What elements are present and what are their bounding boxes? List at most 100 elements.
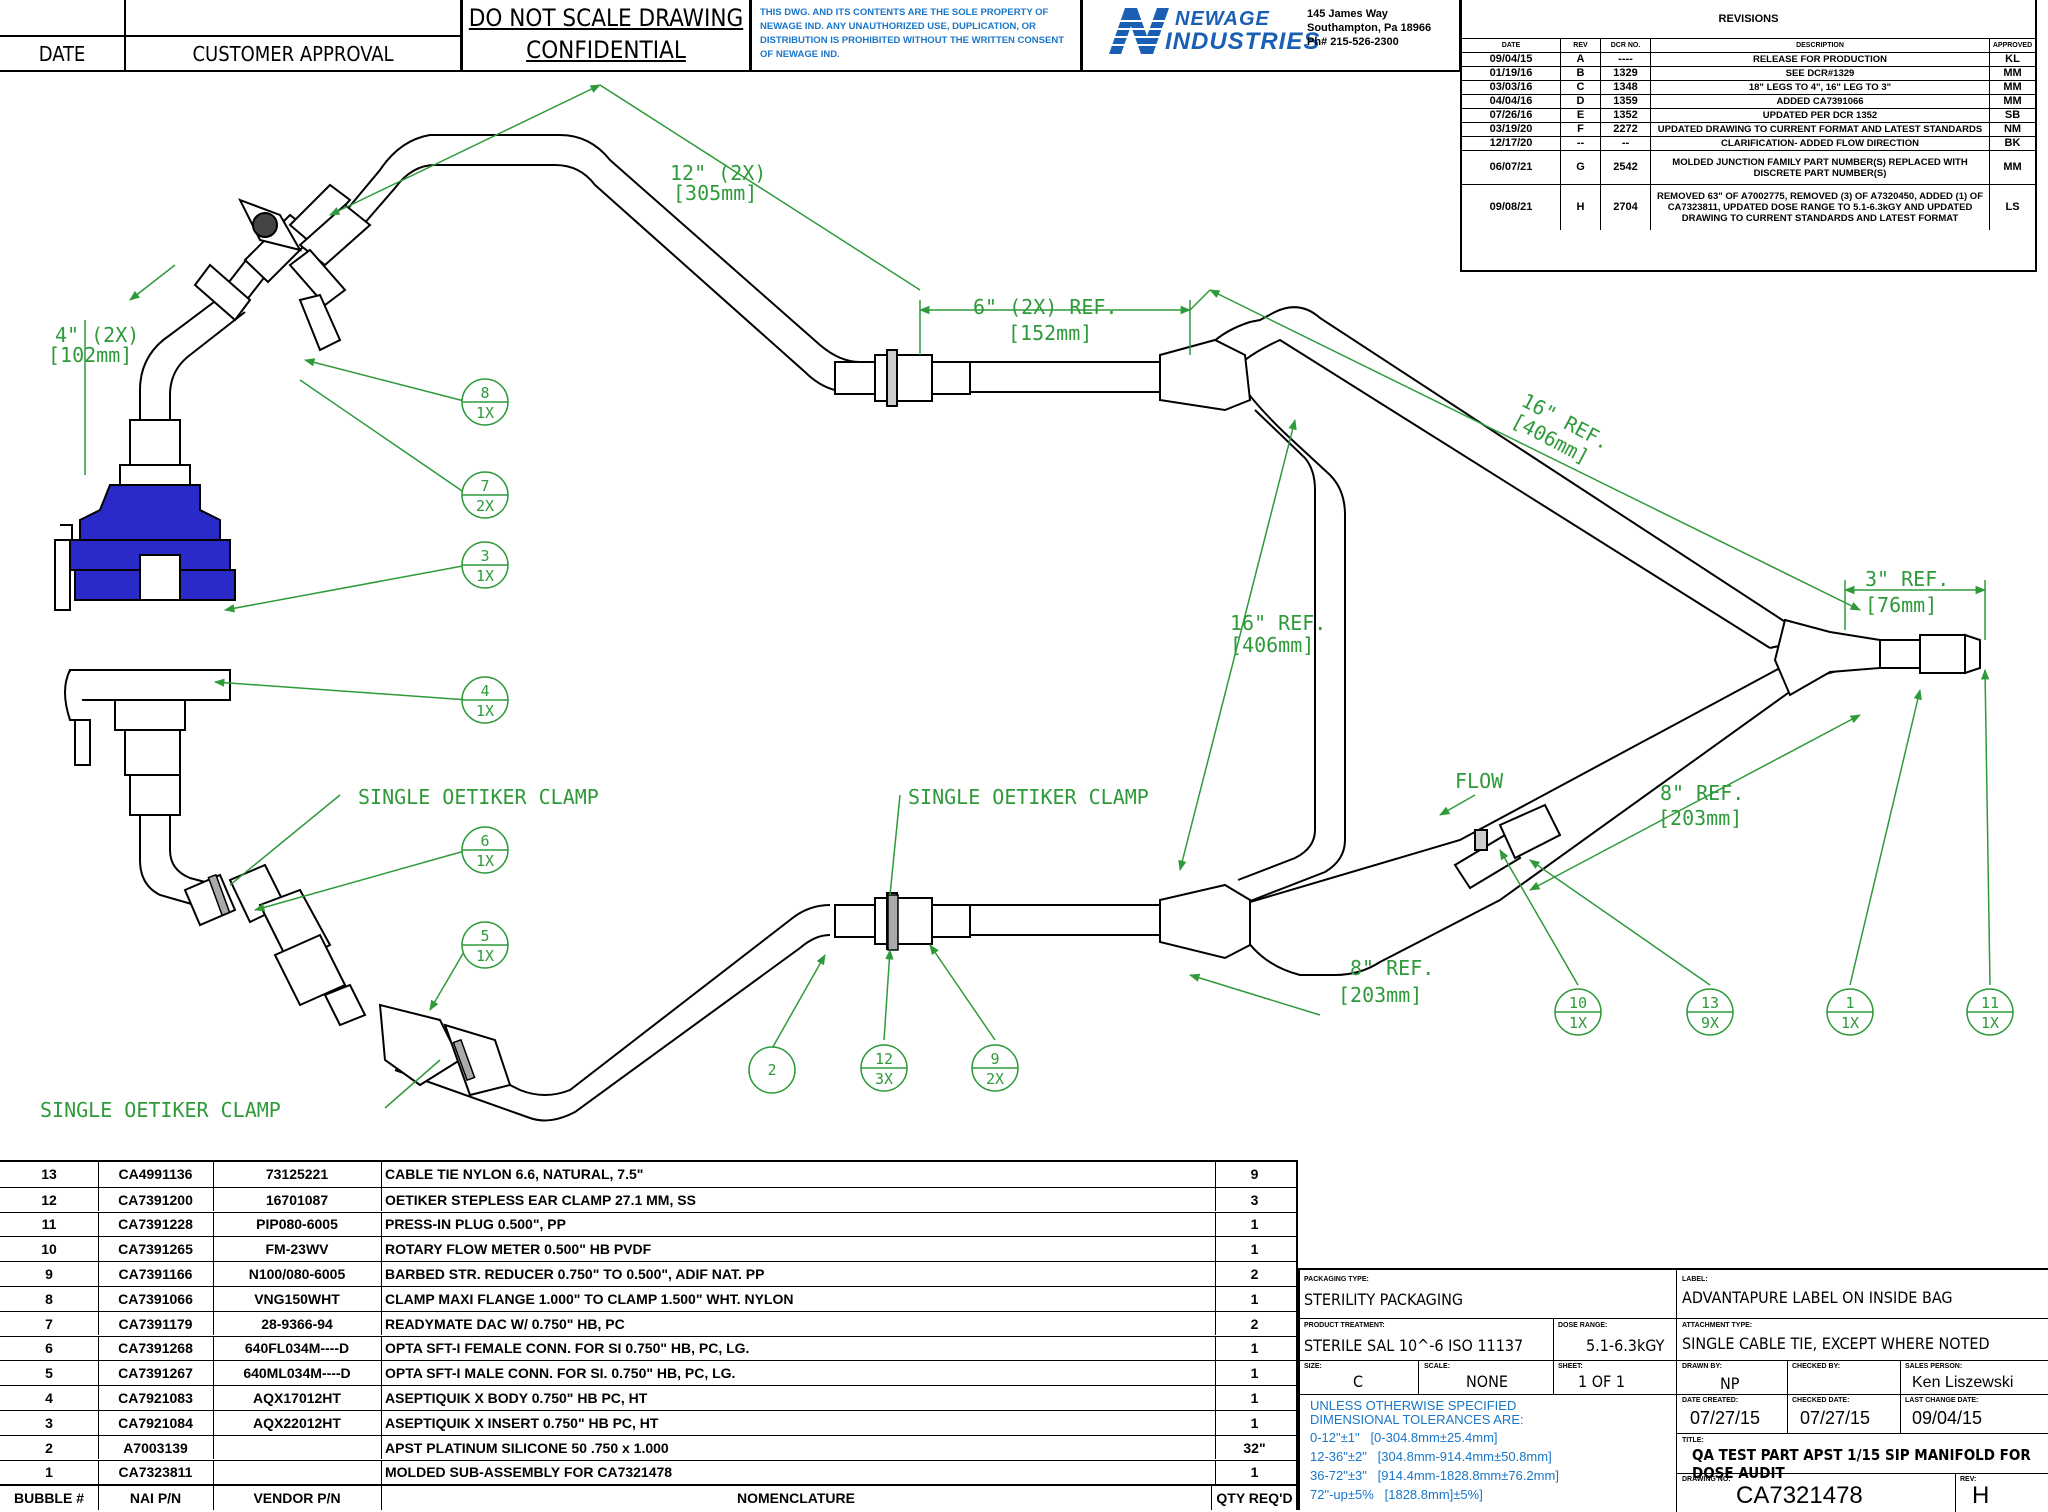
bom-qty: 1: [1250, 1464, 1259, 1481]
packaging-type: STERILITY PACKAGING: [1304, 1290, 1463, 1309]
clamp-note-2: SINGLE OETIKER CLAMP: [908, 785, 1149, 809]
rev-approved: MM: [2003, 67, 2022, 79]
title-label: TITLE:: [1682, 1437, 1704, 1444]
rev-letter: F: [1561, 123, 1601, 136]
logo-line-2: INDUSTRIES: [1165, 28, 1321, 55]
bubble-1: 1X1: [1826, 988, 1874, 1036]
rev-col-date: DATE: [1462, 39, 1561, 52]
bom-bubble: 12: [0, 1187, 99, 1212]
dim-12mm: [305mm]: [673, 181, 757, 205]
bom-col-bubble: BUBBLE #: [0, 1486, 99, 1510]
bom-bubble: 4: [0, 1386, 99, 1410]
bubble-qty: 1X: [476, 404, 494, 422]
date-created: 07/27/15: [1690, 1408, 1761, 1428]
bubble-number: 9: [990, 1050, 999, 1068]
rev-col-approved: APPROVED: [1992, 42, 2033, 49]
label-label: LABEL:: [1682, 1276, 1708, 1283]
bom-vendor-pn: PIP080-6005: [213, 1212, 382, 1237]
bubble-number: 10: [1569, 994, 1587, 1012]
rev-letter: B: [1561, 67, 1601, 80]
tolerance-line-3: 36-72"±3" [914.4mm-1828.8mm±76.2mm]: [1310, 1468, 1559, 1483]
logo-line-1: NEWAGE: [1175, 8, 1270, 30]
tolerance-line-1: 0-12"±1" [0-304.8mm±25.4mm]: [1310, 1430, 1498, 1445]
bubble-qty: 1X: [476, 852, 494, 870]
date-label: DATE: [38, 41, 86, 66]
bom-nai-pn: CA7921083: [98, 1386, 214, 1410]
rev-dcr: 2704: [1601, 185, 1651, 230]
bom-vendor-pn: 73125221: [213, 1162, 382, 1187]
scale-value: NONE: [1466, 1372, 1508, 1391]
rev-approved: BK: [2004, 137, 2021, 149]
bom-qty: 1: [1250, 1340, 1259, 1357]
bom-col-vendor: VENDOR P/N: [213, 1486, 382, 1510]
bom-nomenclature: OPTA SFT-I MALE CONN. FOR SI. 0.750" HB,…: [381, 1361, 1216, 1385]
bom-qty: 1: [1250, 1365, 1259, 1382]
bom-bubble: 7: [0, 1311, 99, 1336]
drawing-number: CA7321478: [1736, 1482, 1863, 1509]
bom-bubble: 3: [0, 1411, 99, 1435]
rev-label: REV:: [1960, 1476, 1977, 1483]
rev-date: 12/17/20: [1462, 137, 1561, 150]
rev-dcr: --: [1601, 137, 1651, 150]
dim-8b: 8" REF.: [1350, 956, 1434, 980]
size-value: C: [1353, 1372, 1364, 1391]
product-treatment: STERILE SAL 10^-6 ISO 11137: [1304, 1336, 1524, 1355]
bom-nai-pn: CA4991136: [98, 1162, 214, 1187]
sales-person-label: SALES PERSON:: [1905, 1363, 1963, 1370]
product-treatment-label: PRODUCT TREATMENT:: [1304, 1322, 1385, 1329]
bom-bubble: 6: [0, 1336, 99, 1361]
rev-dcr: ----: [1601, 53, 1651, 66]
bubble-3: 1X3: [461, 541, 509, 589]
bom-col-qty: QTY REQ'D: [1216, 1490, 1293, 1506]
bom-col-nomenclature: NOMENCLATURE: [381, 1486, 1212, 1510]
bom-nomenclature: CABLE TIE NYLON 6.6, NATURAL, 7.5": [381, 1162, 1216, 1187]
bubble-qty: 1X: [1569, 1014, 1587, 1032]
silicone-tubing: [139, 134, 1881, 1122]
bubble-number: 1: [1845, 994, 1854, 1012]
bom-qty: 9: [1250, 1166, 1259, 1183]
bom-bubble: 10: [0, 1237, 99, 1261]
sheet-label: SHEET:: [1558, 1363, 1583, 1370]
bom-nai-pn: CA7391267: [98, 1361, 214, 1385]
bom-nai-pn: CA7391179: [98, 1311, 214, 1336]
rev-date: 04/04/16: [1462, 95, 1561, 108]
bom-qty: 3: [1250, 1191, 1259, 1208]
bom-nai-pn: CA7391268: [98, 1336, 214, 1361]
bom-vendor-pn: FM-23WV: [213, 1237, 382, 1261]
bom-bubble: 8: [0, 1287, 99, 1311]
bom-nomenclature: OPTA SFT-I FEMALE CONN. FOR SI 0.750" HB…: [381, 1336, 1216, 1361]
bom-nomenclature: BARBED STR. REDUCER 0.750" TO 0.500", AD…: [381, 1262, 1216, 1286]
rev-description: SEE DCR#1329: [1651, 67, 1990, 80]
bubble-qty: 1X: [1981, 1014, 1999, 1032]
bom-qty: 1: [1250, 1216, 1259, 1233]
bubble-number: 8: [480, 384, 489, 402]
bom-nomenclature: PRESS-IN PLUG 0.500", PP: [381, 1212, 1216, 1237]
dim-8amm: [203mm]: [1658, 806, 1742, 830]
last-change-label: LAST CHANGE DATE:: [1905, 1397, 1979, 1404]
label-value: ADVANTAPURE LABEL ON INSIDE BAG: [1682, 1288, 1953, 1307]
address-line-3: Ph# 215-526-2300: [1307, 36, 1399, 48]
bubble-2: 2: [748, 1046, 796, 1094]
bom-bubble: 5: [0, 1361, 99, 1385]
bubble-8: 1X8: [461, 378, 509, 426]
bom-nai-pn: CA7921084: [98, 1411, 214, 1435]
bubble-qty: 1X: [476, 567, 494, 585]
bubble-number: 2: [767, 1061, 776, 1079]
bom-nai-pn: CA7391166: [98, 1262, 214, 1286]
rev-description: REMOVED 63" OF A7002775, REMOVED (3) OF …: [1651, 185, 1990, 230]
bom-qty: 32": [1243, 1439, 1266, 1456]
drawing-title: QA TEST PART APST 1/15 SIP MANIFOLD FOR …: [1692, 1446, 2031, 1482]
